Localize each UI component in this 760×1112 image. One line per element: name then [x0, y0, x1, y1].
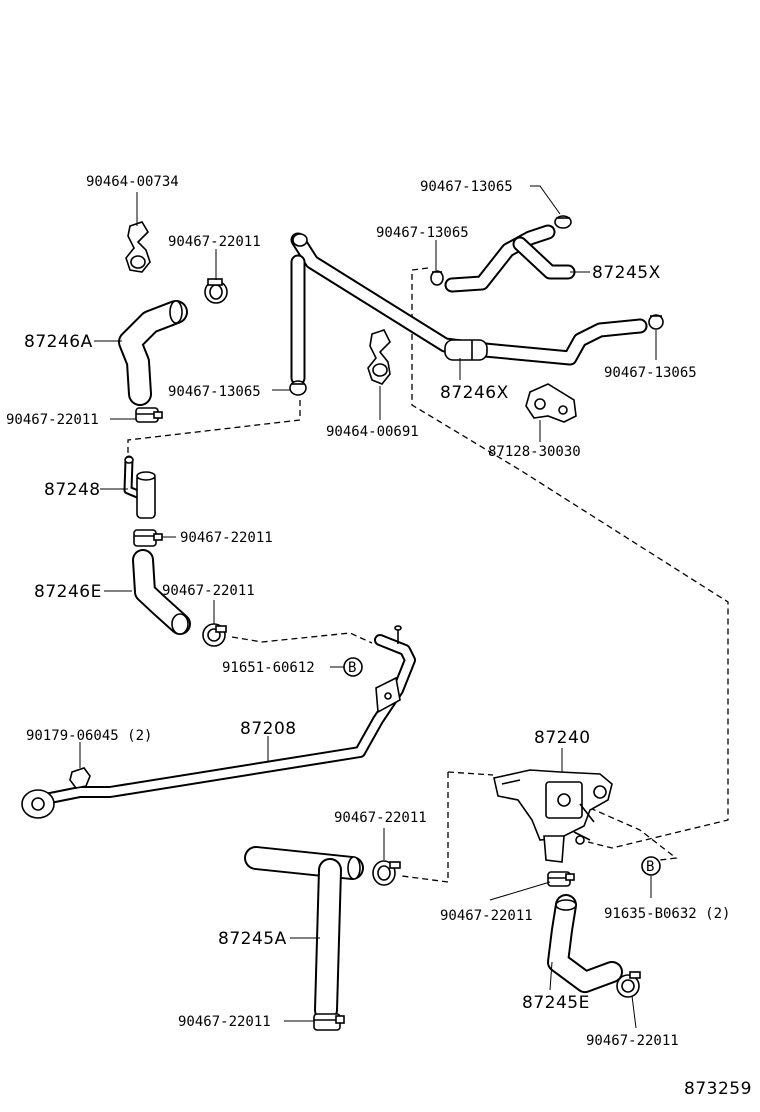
label-87245E: 87245E: [522, 993, 590, 1013]
label-90467-22011: 90467-22011: [334, 810, 427, 826]
label-87246E: 87246E: [34, 582, 102, 602]
hose-87246X: [290, 232, 648, 386]
label-87246A: 87246A: [24, 332, 93, 352]
leader-lines: [79, 185, 657, 1029]
label-90467-22011: 90467-22011: [178, 1014, 271, 1030]
label-90464-00691: 90464-00691: [326, 424, 419, 440]
label-90467-22011: 90467-22011: [162, 583, 255, 599]
label-87246X: 87246X: [440, 383, 509, 403]
hose-87245X: [444, 224, 576, 293]
clamps: [133, 215, 664, 1031]
dashed-routing-lines: [127, 267, 729, 883]
bolt-symbol-b: B: [348, 660, 356, 676]
label-87245X: 87245X: [592, 263, 661, 283]
hose-87245A: [244, 846, 364, 1022]
hose-clips: [125, 221, 391, 385]
label-87248: 87248: [44, 480, 101, 500]
diagram-number: 873259: [684, 1079, 752, 1099]
label-90467-22011: 90467-22011: [586, 1033, 679, 1049]
label-90467-22011: 90467-22011: [440, 908, 533, 924]
label-90467-13065: 90467-13065: [168, 384, 261, 400]
pipe-87208: [21, 625, 416, 819]
label-90467-22011: 90467-22011: [180, 530, 273, 546]
bolt-symbol-b: B: [646, 859, 654, 875]
label-87245A: 87245A: [218, 929, 287, 949]
label-90467-13065: 90467-13065: [604, 365, 697, 381]
label-91651-60612: 91651-60612: [222, 660, 315, 676]
label-90467-22011: 90467-22011: [168, 234, 261, 250]
label-90464-00734: 90464-00734: [86, 174, 179, 190]
part-labels: 90464-00734 90467-22011 87246A 90467-130…: [6, 174, 752, 1099]
hose-87246E: [132, 549, 191, 635]
label-90179-06045: 90179-06045 (2): [26, 728, 152, 744]
label-90467-13065: 90467-13065: [376, 225, 469, 241]
bracket-87128: [525, 383, 577, 423]
nut-90179: [69, 767, 91, 789]
pipe-87248: [123, 455, 156, 519]
hose-87246A: [118, 300, 188, 406]
label-91635-B0632: 91635-B0632 (2): [604, 906, 730, 922]
label-90467-22011: 90467-22011: [6, 412, 99, 428]
label-87208: 87208: [240, 719, 297, 739]
label-87240: 87240: [534, 728, 591, 748]
valve-87240: [493, 769, 613, 863]
label-90467-13065: 90467-13065: [420, 179, 513, 195]
label-87128-30030: 87128-30030: [488, 444, 581, 460]
hose-87245E: [547, 894, 623, 993]
